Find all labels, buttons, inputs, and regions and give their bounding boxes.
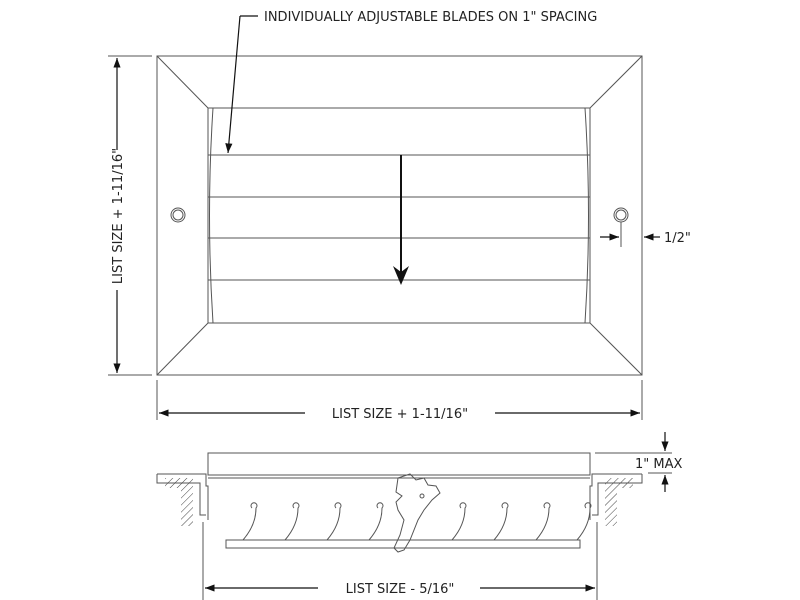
adjuster-gear — [393, 473, 441, 553]
depth-dimension: 1" MAX — [635, 457, 682, 472]
blades — [208, 154, 590, 281]
linkage-bar — [225, 539, 581, 549]
outer-frame — [156, 55, 643, 376]
blade-curls — [242, 502, 592, 541]
inner-opening — [207, 107, 591, 324]
mounting-hole-left — [170, 207, 186, 223]
hole-offset-dimension: 1/2" — [664, 231, 691, 246]
height-dimension: LIST SIZE + 1-11/16" — [111, 148, 126, 284]
blade-spacing-note: INDIVIDUALLY ADJUSTABLE BLADES ON 1" SPA… — [264, 10, 597, 25]
section-width-dimension: LIST SIZE - 5/16" — [346, 582, 455, 597]
section-view — [156, 452, 643, 553]
width-dimension: LIST SIZE + 1-11/16" — [332, 407, 468, 422]
front-view — [156, 55, 643, 376]
